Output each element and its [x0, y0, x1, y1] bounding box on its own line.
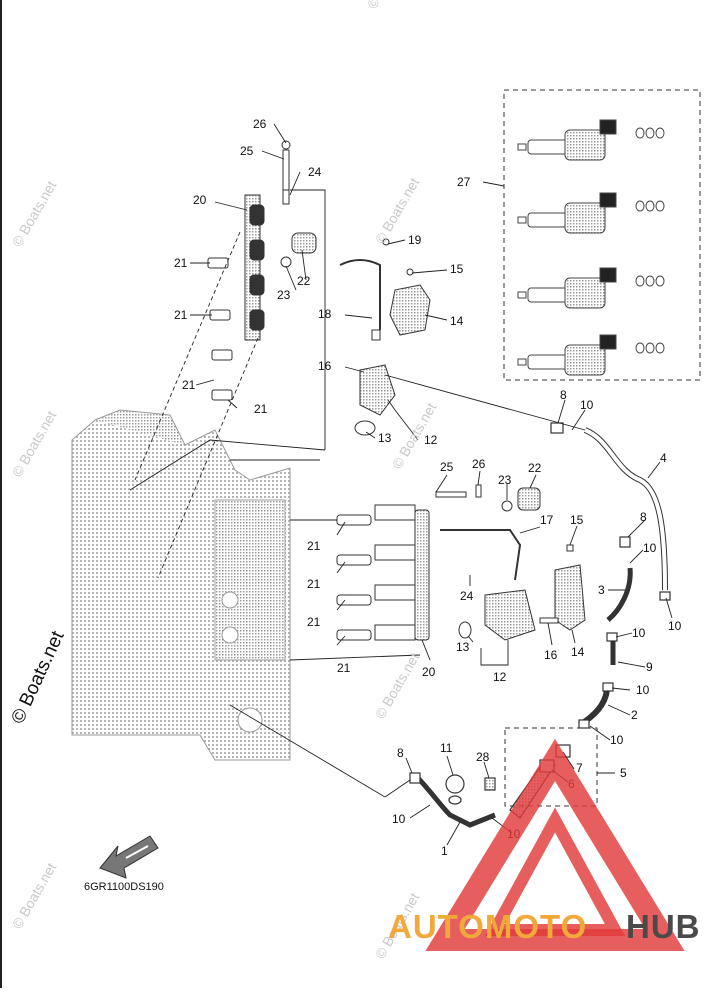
- logo-text-secondary: HUB: [626, 908, 701, 945]
- callout-10: 10: [632, 626, 646, 640]
- logo-text-primary: AUTOMOTO: [388, 908, 587, 945]
- leader-lines: [129, 123, 673, 846]
- diagram-code: 6GR1100DS190: [84, 881, 164, 893]
- callout-21: 21: [307, 539, 321, 553]
- logo-triangle-icon: [425, 738, 685, 951]
- callout-28: 28: [476, 750, 490, 764]
- callout-10: 10: [392, 812, 406, 826]
- filter-group-box: [504, 727, 598, 807]
- callout-13: 13: [456, 640, 470, 654]
- callout-10: 10: [668, 619, 682, 633]
- callout-24: 24: [308, 165, 322, 179]
- callout-15: 15: [450, 262, 464, 276]
- callout-1: 1: [441, 844, 448, 858]
- callout-21: 21: [337, 661, 351, 675]
- callout-23: 23: [498, 473, 512, 487]
- callout-8: 8: [640, 510, 647, 524]
- upper-fuel-rail: [207, 140, 317, 401]
- callout-27: 27: [457, 175, 471, 189]
- callout-9: 9: [646, 660, 653, 674]
- callout-21: 21: [307, 615, 321, 629]
- callout-25: 25: [240, 144, 254, 158]
- callout-8: 8: [397, 746, 404, 760]
- callout-10: 10: [636, 683, 650, 697]
- brand-logo: AUTOMOTO HUB: [388, 738, 701, 951]
- callout-12: 12: [424, 433, 438, 447]
- callout-2: 2: [631, 708, 638, 722]
- callout-26: 26: [253, 117, 267, 131]
- engine-block: [71, 409, 291, 761]
- watermark-text: © Boats.net: [9, 860, 60, 932]
- callout-12: 12: [493, 670, 507, 684]
- callout-24: 24: [460, 589, 474, 603]
- watermark-text: © Boats.net: [372, 650, 423, 722]
- injector-set-box: [503, 89, 701, 381]
- callout-13: 13: [378, 431, 392, 445]
- callout-21: 21: [174, 256, 188, 270]
- upper-pressure-regulator: [339, 238, 431, 436]
- left-border: [0, 0, 2, 988]
- callout-22: 22: [297, 274, 311, 288]
- callout-23: 23: [277, 288, 291, 302]
- callout-19: 19: [408, 233, 422, 247]
- callout-4: 4: [660, 451, 667, 465]
- forward-arrow-icon: [99, 835, 159, 879]
- callout-21: 21: [182, 378, 196, 392]
- callout-15: 15: [570, 513, 584, 527]
- callout-17: 17: [540, 513, 554, 527]
- callout-20: 20: [422, 665, 436, 679]
- callout-10: 10: [580, 398, 594, 412]
- callout-5: 5: [620, 766, 627, 780]
- callout-8: 8: [560, 388, 567, 402]
- lower-fuel-rail: [336, 484, 586, 641]
- callout-11: 11: [440, 741, 453, 755]
- callout-14: 14: [450, 314, 464, 328]
- callout-18: 18: [318, 307, 332, 321]
- watermark-text: © Boats.net: [9, 408, 60, 480]
- callout-20: 20: [193, 193, 207, 207]
- callout-3: 3: [598, 583, 605, 597]
- watermark-large: © Boats.net: [7, 627, 68, 727]
- callout-21: 21: [307, 577, 321, 591]
- callout-26: 26: [472, 457, 486, 471]
- watermark-text: © Boats.net: [9, 178, 60, 250]
- callout-10: 10: [610, 733, 624, 747]
- callout-16: 16: [544, 648, 558, 662]
- callout-labels: 26 25 24 20 21 21 21 21 22 23 19 15 18 1…: [174, 117, 682, 858]
- callout-25: 25: [440, 460, 454, 474]
- callout-14: 14: [571, 645, 585, 659]
- callout-22: 22: [528, 461, 542, 475]
- callout-7: 7: [576, 761, 583, 775]
- callout-16: 16: [318, 359, 332, 373]
- callout-10: 10: [643, 541, 657, 555]
- injector-set: [517, 119, 665, 376]
- callout-21: 21: [254, 402, 268, 416]
- callout-21: 21: [174, 308, 188, 322]
- watermark-text: © Boats.net: [364, 0, 415, 12]
